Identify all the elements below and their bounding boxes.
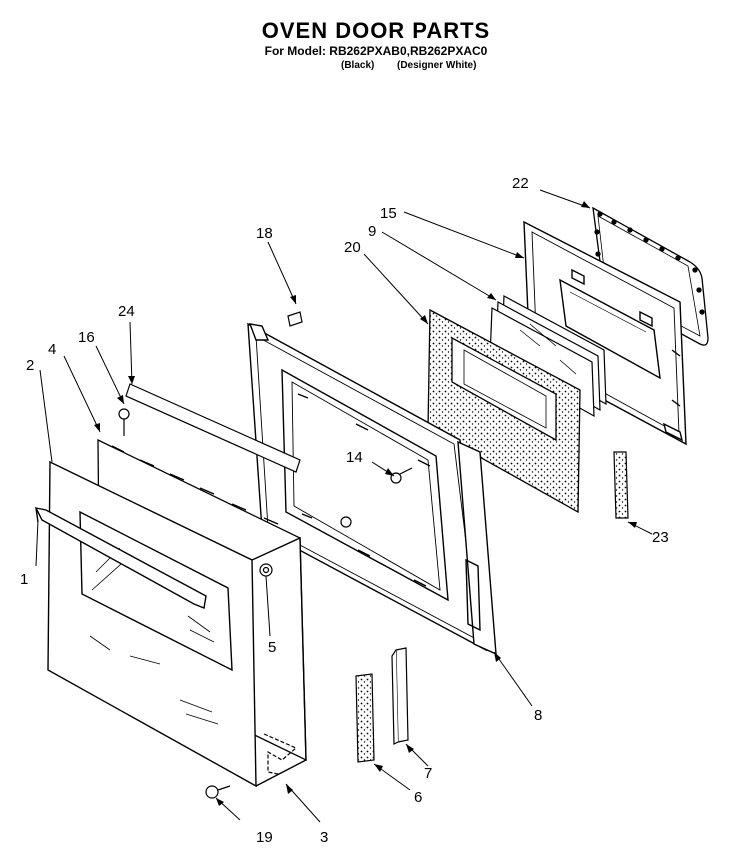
diagram-title: OVEN DOOR PARTS — [261, 18, 491, 43]
insulation-20 — [427, 308, 581, 514]
callout-22: 22 — [512, 175, 529, 192]
callout-1: 1 — [20, 571, 28, 588]
screw-19 — [205, 785, 231, 799]
callout-8: 8 — [534, 707, 542, 724]
callout-7: 7 — [424, 765, 432, 782]
callout-23: 23 — [652, 529, 669, 546]
hinge-bracket-3 — [263, 733, 298, 775]
finish-black-label: (Black) — [341, 60, 375, 71]
screw-14b — [340, 516, 352, 528]
screw-16 — [118, 408, 130, 436]
leader-arrowheads — [94, 201, 637, 806]
callout-16: 16 — [78, 329, 95, 346]
door-handle-1 — [34, 507, 207, 609]
channel-7 — [391, 647, 409, 745]
callout-14: 14 — [346, 449, 363, 466]
callout-19: 19 — [256, 829, 273, 846]
callout-24: 24 — [118, 303, 135, 320]
callout-6: 6 — [414, 789, 422, 806]
callout-2: 2 — [26, 357, 34, 374]
channel-6 — [355, 673, 375, 763]
tape-24 — [125, 383, 301, 473]
finish-white-label: (Designer White) — [397, 60, 477, 71]
callout-4: 4 — [48, 341, 56, 358]
callout-9: 9 — [368, 223, 376, 240]
callout-3: 3 — [320, 829, 328, 846]
callout-5: 5 — [268, 639, 276, 656]
callout-18: 18 — [256, 225, 273, 242]
callout-15: 15 — [380, 205, 397, 222]
screw-5 — [259, 563, 273, 577]
gasket-frame-22 — [592, 206, 709, 346]
model-line: For Model: RB262PXAB0,RB262PXAC0 — [264, 44, 488, 58]
callout-20: 20 — [344, 239, 361, 256]
clip-18 — [287, 311, 303, 327]
strip-23 — [613, 451, 629, 519]
